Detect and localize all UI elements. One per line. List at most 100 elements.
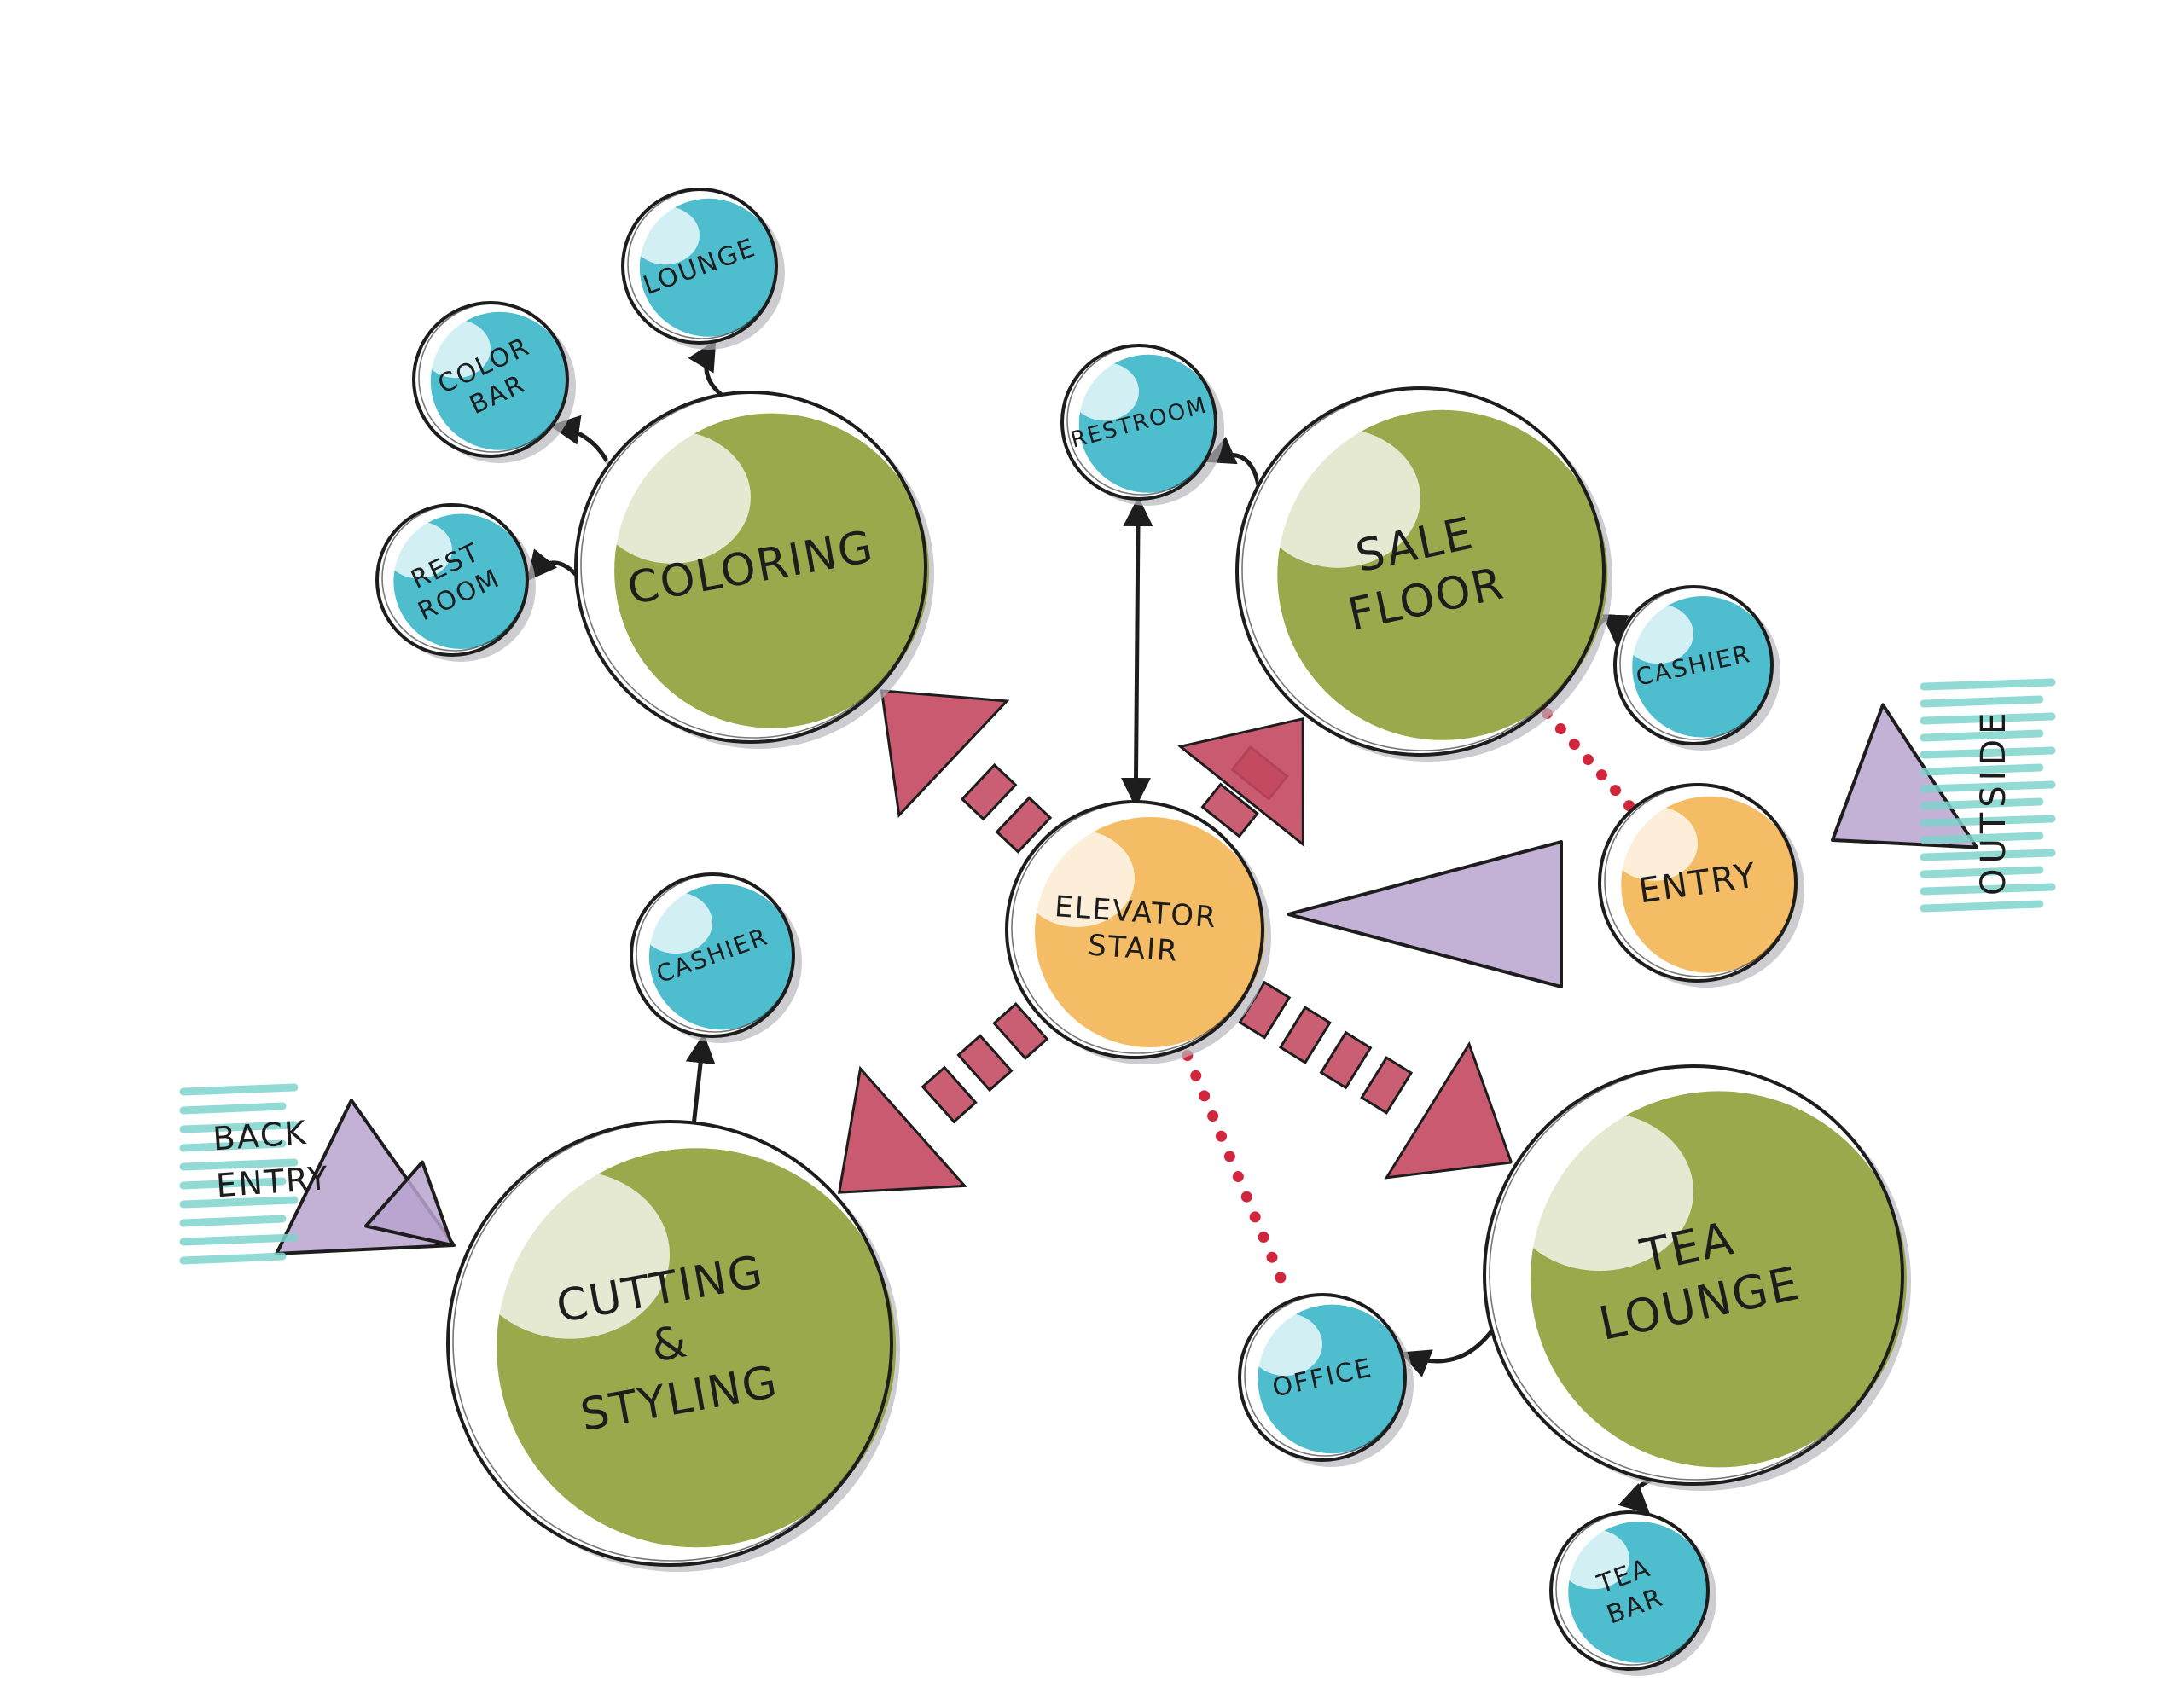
dotted-link-elevator-office-dot — [1223, 1151, 1235, 1162]
node-elevator-stair — [1005, 800, 1271, 1064]
link-coloring-lounge — [688, 339, 724, 397]
node-tea-lounge — [1483, 1064, 1911, 1491]
entry-arrow-to-elevator — [1287, 840, 1563, 988]
link-elevator-to-tea-lounge-bar — [1360, 1056, 1414, 1115]
node-outline-sketch — [1555, 1512, 1709, 1666]
dotted-link-elevator-office-dot — [1240, 1191, 1252, 1203]
node-highlight — [593, 431, 751, 564]
node-outline-sketch — [636, 874, 794, 1033]
link-coloring-rest-room — [526, 548, 578, 582]
link-elevator-restroom — [1120, 496, 1153, 809]
back-entry-hatch-stroke — [179, 1139, 287, 1152]
outside-hatch-stroke — [1920, 678, 2056, 691]
node-highlight — [1623, 604, 1693, 664]
back-entry-label-line: BACK — [212, 1114, 309, 1158]
link-coloring-color-bar — [549, 415, 612, 467]
outside-hatch-stroke — [1920, 712, 2056, 725]
node-office — [1238, 1293, 1414, 1467]
node-sale-floor — [1235, 386, 1612, 762]
node-cashier-sale — [1613, 585, 1780, 751]
back-entry-hatch-stroke — [179, 1121, 299, 1133]
outside-hatch-stroke — [1920, 780, 2056, 793]
node-outline-sketch — [452, 1122, 892, 1562]
node-highlight — [421, 319, 491, 379]
node-outline-sketch — [1489, 1066, 1903, 1481]
back-entry-hatch-stroke — [179, 1252, 287, 1265]
node-outline-sketch — [1011, 802, 1263, 1054]
dotted-link-sale-floor-entry-dot — [1582, 754, 1594, 766]
node-highlight — [1070, 362, 1139, 421]
link-elevator-to-tea-lounge-bar — [1278, 1006, 1332, 1064]
node-restroom — [1060, 344, 1224, 506]
outside-hatch-stroke — [1920, 797, 2044, 810]
link-elevator-to-tea-lounge-arrowhead — [1384, 1041, 1513, 1180]
dotted-link-elevator-office-dot — [1275, 1272, 1287, 1284]
node-color-bar — [412, 301, 576, 463]
link-elevator-to-cutting-styling — [837, 1002, 1049, 1194]
outside-hatch — [1920, 678, 2056, 913]
nodes-layer — [375, 188, 1911, 1676]
node-label-line: & — [648, 1316, 692, 1372]
dotted-link-sale-floor-entry-dot — [1609, 785, 1621, 797]
link-elevator-to-coloring-bar — [995, 796, 1053, 854]
node-coloring — [574, 391, 934, 749]
link-elevator-to-coloring-bar — [960, 762, 1018, 821]
dotted-link-sale-floor-entry-dot — [1568, 739, 1580, 751]
node-outline-sketch — [1241, 388, 1605, 751]
node-rest-room — [375, 503, 536, 662]
back-entry-hatch-stroke — [179, 1158, 299, 1171]
back-entry-hatch-stroke — [179, 1215, 287, 1227]
link-elevator-to-cutting-styling-bar — [921, 1065, 978, 1124]
node-lounge — [621, 188, 785, 350]
outside-hatch-stroke — [1920, 900, 2044, 913]
dotted-link-elevator-office-dot — [1199, 1090, 1211, 1102]
back-entry-hatch — [179, 1083, 299, 1265]
dotted-link-elevator-office-dot — [1249, 1211, 1261, 1223]
link-elevator-to-cutting-styling-arrowhead — [837, 1065, 967, 1194]
outside-hatch-stroke — [1920, 815, 2056, 827]
outside-hatch-stroke — [1920, 729, 2044, 742]
node-highlight — [1609, 806, 1698, 881]
node-entry — [1598, 783, 1804, 988]
node-highlight — [1505, 1111, 1693, 1272]
back-entry-hatch-stroke — [179, 1102, 287, 1115]
outside-hatch-stroke — [1920, 746, 2056, 759]
dotted-link-elevator-office-dot — [1258, 1232, 1269, 1244]
node-outline-sketch — [418, 303, 568, 453]
outside-hatch-stroke — [1920, 695, 2044, 708]
link-elevator-to-cutting-styling-bar — [956, 1034, 1014, 1093]
node-outline-sketch — [580, 392, 926, 739]
back-entry-arrow-tip — [363, 1160, 454, 1247]
node-highlight — [1247, 1313, 1322, 1377]
node-highlight — [630, 206, 700, 265]
dotted-link-sale-floor-entry-dot — [1554, 723, 1566, 735]
back-entry-hatch-stroke — [179, 1177, 287, 1190]
outside-hatch-stroke — [1920, 832, 2044, 844]
link-tea-lounge-office — [1399, 1328, 1495, 1377]
node-highlight — [639, 891, 712, 954]
back-entry-label-line: ENTRY — [215, 1159, 331, 1204]
node-outline-sketch — [1066, 345, 1217, 496]
node-outline-sketch — [627, 189, 777, 339]
link-elevator-to-sale-floor — [1177, 716, 1304, 848]
dotted-link-elevator-office-dot — [1207, 1110, 1219, 1122]
dotted-link-elevator-office-dot — [1190, 1070, 1202, 1081]
node-outline-sketch — [381, 505, 528, 652]
node-highlight — [384, 521, 452, 579]
dotted-link-sale-floor-entry-dot — [1595, 769, 1607, 781]
node-cutting-styling — [446, 1120, 900, 1572]
node-outline-sketch — [1244, 1295, 1406, 1457]
link-elevator-to-coloring-arrowhead — [880, 689, 1010, 819]
link-elevator-to-tea-lounge-bar — [1319, 1030, 1373, 1090]
node-outline-sketch — [1619, 587, 1773, 740]
node-cashier-cut — [630, 872, 802, 1043]
node-outline-sketch — [1604, 785, 1797, 977]
outside-hatch-stroke — [1920, 883, 2056, 896]
outside-hatch-stroke — [1920, 849, 2056, 861]
outside-arrow-to-entry — [1831, 703, 1978, 849]
dotted-link-sale-floor-entry — [1541, 708, 1635, 812]
dotted-link-elevator-office-dot — [1232, 1171, 1244, 1183]
